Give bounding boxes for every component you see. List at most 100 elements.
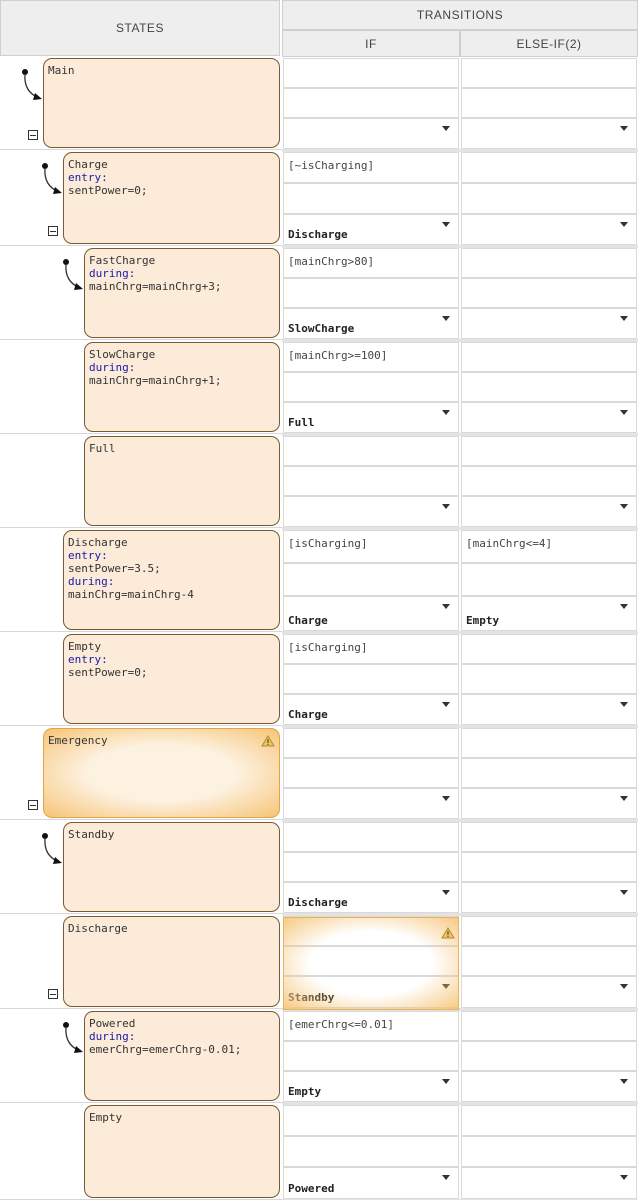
if-destination-dropdown[interactable]: Charge [283, 694, 459, 725]
chevron-down-icon [620, 504, 628, 509]
else-if-destination-dropdown[interactable]: Empty [461, 596, 637, 631]
state-box[interactable]: Discharge [63, 916, 280, 1007]
else-if-destination-dropdown[interactable] [461, 1071, 637, 1102]
state-box[interactable]: Main [43, 58, 280, 148]
else-if-condition-field[interactable] [461, 1105, 637, 1136]
chevron-down-icon [620, 984, 628, 989]
if-condition-field[interactable] [283, 1105, 459, 1136]
if-condition-field[interactable] [283, 436, 459, 466]
else-if-condition-field[interactable] [461, 822, 637, 852]
else-if-condition-field[interactable] [461, 342, 637, 372]
if-condition-field[interactable] [283, 58, 459, 88]
state-box[interactable]: Emergency [43, 728, 280, 818]
collapse-toggle-icon[interactable] [28, 130, 38, 140]
chevron-down-icon [620, 222, 628, 227]
else-if-action-field[interactable] [461, 1041, 637, 1071]
else-if-action-field[interactable] [461, 1136, 637, 1167]
else-if-action-field[interactable] [461, 563, 637, 596]
warning-icon [261, 735, 275, 747]
else-if-condition-field[interactable] [461, 152, 637, 183]
else-if-action-field[interactable] [461, 946, 637, 976]
if-destination-dropdown[interactable] [283, 496, 459, 527]
else-if-destination-dropdown[interactable] [461, 308, 637, 339]
else-if-condition-field[interactable] [461, 58, 637, 88]
action-keyword: entry: [68, 549, 108, 562]
chevron-down-icon [442, 984, 450, 989]
if-condition-field[interactable]: [isCharging] [283, 634, 459, 664]
else-if-condition-field[interactable]: [mainChrg<=4] [461, 530, 637, 563]
if-destination-dropdown[interactable]: Full [283, 402, 459, 433]
if-destination-dropdown[interactable] [283, 788, 459, 819]
if-destination-dropdown[interactable]: Discharge [283, 882, 459, 913]
if-destination-dropdown[interactable]: SlowCharge [283, 308, 459, 339]
if-destination-dropdown[interactable]: Charge [283, 596, 459, 631]
if-action-field[interactable] [283, 563, 459, 596]
state-name: Powered [89, 1017, 136, 1030]
if-condition-field[interactable] [283, 728, 459, 758]
if-condition-field[interactable]: [isCharging] [283, 530, 459, 563]
chevron-down-icon [442, 316, 450, 321]
row-separator [282, 631, 638, 634]
if-action-field[interactable] [283, 278, 459, 308]
else-if-destination-dropdown[interactable] [461, 496, 637, 527]
if-destination-dropdown[interactable]: Empty [283, 1071, 459, 1102]
else-if-action-field[interactable] [461, 88, 637, 118]
if-action-field[interactable] [283, 946, 459, 976]
else-if-condition-field[interactable] [461, 1011, 637, 1041]
chevron-down-icon [620, 1079, 628, 1084]
if-action-field[interactable] [283, 466, 459, 496]
else-if-destination-dropdown[interactable] [461, 1167, 637, 1199]
if-condition-field[interactable]: [~isCharging] [283, 152, 459, 183]
else-if-action-field[interactable] [461, 183, 637, 214]
if-action-field[interactable] [283, 1041, 459, 1071]
else-if-destination-dropdown[interactable] [461, 118, 637, 149]
if-action-field[interactable] [283, 372, 459, 402]
else-if-destination-dropdown[interactable] [461, 976, 637, 1008]
if-action-field[interactable] [283, 664, 459, 694]
else-if-action-field[interactable] [461, 664, 637, 694]
if-action-field[interactable] [283, 183, 459, 214]
if-action-field[interactable] [283, 852, 459, 882]
else-if-condition-field[interactable] [461, 634, 637, 664]
if-destination-dropdown[interactable]: Powered [283, 1167, 459, 1199]
else-if-destination-dropdown[interactable] [461, 788, 637, 819]
state-box[interactable]: Standby [63, 822, 280, 912]
collapse-toggle-icon[interactable] [28, 800, 38, 810]
if-destination-dropdown[interactable] [283, 118, 459, 149]
if-condition-field[interactable] [283, 916, 459, 946]
state-box[interactable]: Full [84, 436, 280, 526]
if-condition-field[interactable]: [emerChrg<=0.01] [283, 1011, 459, 1041]
else-if-action-field[interactable] [461, 758, 637, 788]
if-destination-dropdown[interactable]: Standby [283, 976, 459, 1008]
else-if-destination-dropdown[interactable] [461, 882, 637, 913]
if-action-field[interactable] [283, 1136, 459, 1167]
row-separator [282, 725, 638, 728]
else-if-action-field[interactable] [461, 852, 637, 882]
else-if-action-field[interactable] [461, 278, 637, 308]
if-condition-field[interactable]: [mainChrg>80] [283, 248, 459, 278]
else-if-action-field[interactable] [461, 372, 637, 402]
else-if-condition-field[interactable] [461, 728, 637, 758]
else-if-action-field[interactable] [461, 466, 637, 496]
if-action-field[interactable] [283, 88, 459, 118]
else-if-condition-field[interactable] [461, 916, 637, 946]
collapse-toggle-icon[interactable] [48, 989, 58, 999]
collapse-toggle-icon[interactable] [48, 226, 58, 236]
if-condition-field[interactable] [283, 822, 459, 852]
if-action-field[interactable] [283, 758, 459, 788]
else-if-destination-dropdown[interactable] [461, 402, 637, 433]
else-if-destination-dropdown[interactable] [461, 694, 637, 725]
if-condition-field[interactable]: [mainChrg>=100] [283, 342, 459, 372]
chevron-down-icon [442, 890, 450, 895]
if-destination-dropdown[interactable]: Discharge [283, 214, 459, 245]
else-if-condition-field[interactable] [461, 436, 637, 466]
state-box[interactable]: Empty [84, 1105, 280, 1198]
else-if-condition-field[interactable] [461, 248, 637, 278]
else-if-destination-dropdown[interactable] [461, 214, 637, 245]
